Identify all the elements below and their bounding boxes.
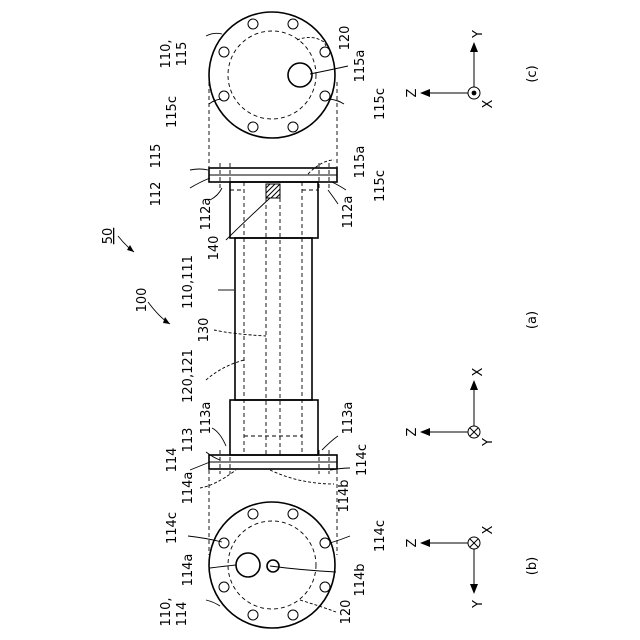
label-114: 114 <box>175 602 190 627</box>
label-120-121: 120,121 <box>181 349 196 403</box>
hole-114a <box>236 553 260 577</box>
axis-label-x: X <box>471 367 486 376</box>
caption-a: (a) <box>525 311 540 329</box>
label-50: 50 <box>101 228 116 245</box>
bolt-circle-dashed <box>228 521 316 609</box>
tube-111 <box>235 238 312 400</box>
view-b-flange <box>209 502 335 628</box>
label-114b: 114b <box>337 479 352 512</box>
label-140: 140 <box>207 236 222 261</box>
label-114a: 114a <box>181 472 196 505</box>
view-a-assembly <box>209 82 337 555</box>
label-114c: 114c <box>373 520 388 552</box>
label-114a: 114a <box>181 554 196 587</box>
label-112: 112 <box>149 182 164 207</box>
label-114c: 114c <box>355 444 370 476</box>
axis-label-x: X <box>481 525 496 534</box>
label-112a: 112a <box>199 198 214 231</box>
label-110: 110, <box>159 40 174 69</box>
label-130: 130 <box>197 318 212 343</box>
axes-view-a <box>420 380 480 438</box>
hole-115a <box>288 63 312 87</box>
axes-view-b <box>420 537 480 594</box>
bolt-holes-115c <box>219 19 330 132</box>
axis-label-z: Z <box>405 538 420 547</box>
label-120: 120 <box>338 26 353 51</box>
label-120: 120 <box>339 600 354 625</box>
label-115c: 115c <box>165 96 180 128</box>
label-114b: 114b <box>353 563 368 596</box>
bolt-circle-dashed <box>228 31 316 119</box>
axis-label-z: Z <box>405 427 420 436</box>
label-113a: 113a <box>341 402 356 435</box>
label-114: 114 <box>165 448 180 473</box>
axis-label-x: X <box>481 99 496 108</box>
label-100: 100 <box>135 288 150 313</box>
axis-label-y: Y <box>471 30 486 39</box>
label-115: 115 <box>175 42 190 67</box>
label-110: 110, <box>159 598 174 627</box>
label-113: 113 <box>181 428 196 453</box>
label-114c: 114c <box>165 512 180 544</box>
label-110-111: 110,111 <box>181 255 196 309</box>
projection-lines <box>209 82 337 555</box>
view-c-flange <box>209 12 335 138</box>
sensor-140 <box>266 184 280 198</box>
label-113a: 113a <box>199 402 214 435</box>
label-115c: 115c <box>373 88 388 120</box>
label-115a: 115a <box>353 146 368 179</box>
label-115: 115 <box>149 144 164 169</box>
boss-113 <box>230 400 318 455</box>
label-115a: 115a <box>353 50 368 83</box>
caption-b: (b) <box>525 557 540 575</box>
axis-label-y: Y <box>481 438 496 447</box>
axis-label-z: Z <box>405 88 420 97</box>
axis-label-y: Y <box>471 600 486 609</box>
caption-c: (c) <box>525 65 540 82</box>
label-112a: 112a <box>341 196 356 229</box>
axes-view-c <box>420 42 480 99</box>
label-115c: 115c <box>373 170 388 202</box>
